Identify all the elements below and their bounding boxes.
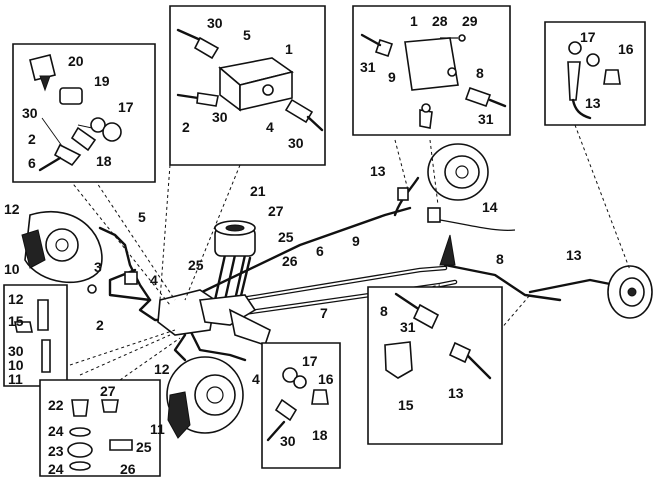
label-p2-2: 2	[182, 119, 190, 135]
label-p7-13: 13	[448, 385, 464, 401]
label-p3-1: 1	[410, 13, 418, 29]
label-m-7: 7	[320, 305, 328, 321]
label-p5-10: 10	[8, 357, 24, 373]
label-p8-26: 26	[120, 461, 136, 477]
label-p1-19: 19	[94, 73, 110, 89]
label-p5-12: 12	[8, 291, 24, 307]
label-p1-30: 30	[22, 105, 38, 121]
label-p2-30: 30	[207, 15, 223, 31]
main-brake-circuit	[21, 143, 653, 439]
label-m-4: 4	[150, 272, 158, 288]
label-p8-27: 27	[100, 383, 116, 399]
label-p1-20: 20	[68, 53, 84, 69]
label-p2-4: 4	[266, 119, 274, 135]
label-p6-18: 18	[312, 427, 328, 443]
label-p3-8: 8	[476, 65, 484, 81]
label-p3-31b: 31	[478, 111, 494, 127]
label-m-11: 11	[150, 421, 165, 437]
detail-panel-3: 1 28 29 31 9 8 31	[352, 5, 511, 136]
detail-panel-5: 12 15 30 10 11	[3, 284, 68, 387]
label-p3-29: 29	[462, 13, 478, 29]
label-p8-23: 23	[48, 443, 64, 459]
label-p4-17: 17	[580, 29, 596, 45]
label-p1-18: 18	[96, 153, 112, 169]
label-p8-25: 25	[136, 439, 152, 455]
label-m-25b: 25	[188, 257, 204, 273]
label-m-4b: 4	[252, 371, 260, 387]
label-p5-15: 15	[8, 313, 24, 329]
detail-panel-2: 30 5 1 2 30 4 30	[169, 5, 326, 166]
label-p8-22: 22	[48, 397, 64, 413]
label-m-13b: 13	[566, 247, 582, 263]
detail-panel-6: 17 16 18 30	[261, 342, 341, 469]
label-m-12b: 12	[154, 361, 170, 377]
label-m-9: 9	[352, 233, 360, 249]
label-p2-30c: 30	[288, 135, 304, 151]
label-p1-17: 17	[118, 99, 134, 115]
label-p2-1: 1	[285, 41, 293, 57]
label-m-25: 25	[278, 229, 294, 245]
label-p4-16: 16	[618, 41, 634, 57]
label-p2-30b: 30	[212, 109, 228, 125]
label-m-26: 26	[282, 253, 298, 269]
detail-panel-7: 8 31 15 13	[367, 286, 503, 445]
label-m-5: 5	[138, 209, 146, 225]
label-p7-15: 15	[398, 397, 414, 413]
label-p7-8: 8	[380, 303, 388, 319]
label-m-14: 14	[482, 199, 498, 215]
label-m-13: 13	[370, 163, 386, 179]
detail-panel-4: 17 16 13	[544, 21, 646, 126]
label-m-12: 12	[4, 201, 20, 217]
label-m-27: 27	[268, 203, 284, 219]
label-m-21: 21	[250, 183, 266, 199]
label-p4-13: 13	[585, 95, 601, 111]
label-p8-24b: 24	[48, 461, 64, 477]
label-m-2: 2	[96, 317, 104, 333]
label-p3-31: 31	[360, 59, 376, 75]
label-p3-9: 9	[388, 69, 396, 85]
label-m-3: 3	[94, 259, 102, 275]
label-p6-16: 16	[318, 371, 334, 387]
detail-panel-8: 22 27 24 23 25 24 26	[39, 379, 161, 477]
label-p7-31: 31	[400, 319, 416, 335]
label-m-6b: 6	[316, 243, 324, 259]
detail-panel-1: 20 19 30 17 2 6 18	[12, 43, 156, 183]
label-p6-30: 30	[280, 433, 296, 449]
label-p5-11: 11	[8, 371, 23, 387]
label-p2-5: 5	[243, 27, 251, 43]
label-m-8: 8	[496, 251, 504, 267]
label-p3-28: 28	[432, 13, 448, 29]
label-p1-2: 2	[28, 131, 36, 147]
label-p1-6: 6	[28, 155, 36, 171]
label-p5-30: 30	[8, 343, 24, 359]
main-assembly-labels: 13 14 8 13 12 5 21 27 25 26 25 6 9 10 3 …	[4, 163, 582, 437]
label-p8-24: 24	[48, 423, 64, 439]
label-m-10: 10	[4, 261, 20, 277]
label-p6-17: 17	[302, 353, 318, 369]
